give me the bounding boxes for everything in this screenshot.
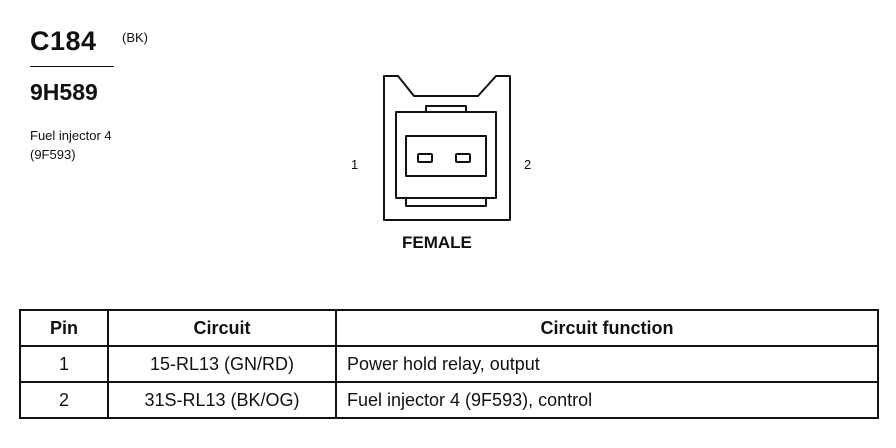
- column-header-circuit-function: Circuit function: [335, 309, 879, 347]
- connector-cavity-outline: [395, 111, 497, 199]
- pin-cell: 1: [19, 345, 109, 383]
- connector-base-step: [405, 198, 487, 207]
- pinout-table: Pin Circuit Circuit function 1 15-RL13 (…: [19, 309, 879, 419]
- table-header-row: Pin Circuit Circuit function: [19, 309, 879, 347]
- table-row: 2 31S-RL13 (BK/OG) Fuel injector 4 (9F59…: [19, 381, 879, 419]
- component-code: (9F593): [30, 147, 76, 162]
- connector-gender-label: FEMALE: [402, 233, 472, 252]
- component-name: Fuel injector 4: [30, 128, 112, 143]
- connector-face-drawing: [383, 75, 511, 221]
- connector-latch-tab: [425, 105, 467, 112]
- circuit-cell: 31S-RL13 (BK/OG): [107, 381, 337, 419]
- pin-cell: 2: [19, 381, 109, 419]
- circuit-cell: 15-RL13 (GN/RD): [107, 345, 337, 383]
- terminal-cavity-pin-1: [417, 153, 433, 163]
- connector-housing-outline: [383, 75, 511, 221]
- circuit-function-cell: Fuel injector 4 (9F593), control: [335, 381, 879, 419]
- terminal-cavity-pin-2: [455, 153, 471, 163]
- pin-label-1: 1: [351, 157, 359, 172]
- circuit-function-cell: Power hold relay, output: [335, 345, 879, 383]
- column-header-pin: Pin: [19, 309, 109, 347]
- connector-terminal-block: [405, 135, 487, 177]
- connector-id: C184: [30, 26, 97, 56]
- connector-color: (BK): [122, 30, 148, 45]
- column-header-circuit: Circuit: [107, 309, 337, 347]
- table-row: 1 15-RL13 (GN/RD) Power hold relay, outp…: [19, 345, 879, 383]
- title-rule: [30, 66, 114, 67]
- pin-label-2: 2: [524, 157, 532, 172]
- part-number: 9H589: [30, 79, 98, 105]
